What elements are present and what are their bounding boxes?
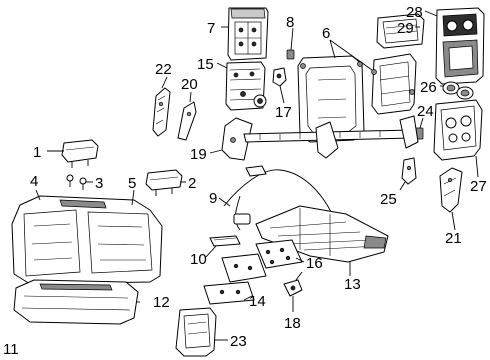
- part-19-pivot-frame: [221, 115, 419, 161]
- callout-21: 21: [445, 230, 462, 247]
- callout-27: 27: [470, 178, 487, 195]
- part-15-recliner: [225, 61, 267, 111]
- part-7-back-pad: [227, 7, 269, 61]
- callout-3: 3: [95, 175, 103, 192]
- callout-1: 1: [33, 144, 41, 161]
- callout-24: 24: [417, 103, 434, 120]
- part-12-seat-cushion: [13, 279, 139, 325]
- part-9-wire-harness: [223, 165, 347, 237]
- part-6-back-frame: [297, 55, 365, 143]
- part-22-side-bracket: [152, 87, 171, 137]
- part-26-cup-holders: [442, 81, 474, 100]
- part-18-actuator: [283, 271, 303, 297]
- part-16-seat-pan: [255, 239, 303, 269]
- part-1-headrest: [61, 139, 99, 168]
- part-17-latch: [272, 67, 287, 87]
- part-2-headrest: [145, 169, 183, 196]
- part-8-clip: [286, 49, 295, 60]
- callout-12: 12: [153, 294, 170, 311]
- callout-7: 7: [207, 20, 215, 37]
- callout-29: 29: [397, 20, 414, 37]
- callout-18: 18: [284, 315, 301, 332]
- callout-16: 16: [306, 255, 323, 272]
- callout-14: 14: [249, 293, 266, 310]
- part-3-bolts: [66, 174, 87, 190]
- part-10-bracket: [209, 235, 241, 247]
- callout-17: 17: [275, 104, 292, 121]
- callout-20: 20: [181, 76, 198, 93]
- part-4-5-seat-back: [11, 195, 163, 285]
- leader-lines: [35, 10, 479, 341]
- part-29-upper-pad: [376, 13, 425, 49]
- callout-2: 2: [188, 175, 196, 192]
- callout-6: 6: [322, 25, 330, 42]
- part-25-clip: [401, 157, 417, 185]
- callout-labels: 1 2 3 4 5 6 7 8 9 10 11 12 13 14 15 16 1…: [3, 4, 487, 358]
- part-20-hinge-bracket: [177, 101, 197, 141]
- part-21-side-trim: [439, 167, 463, 213]
- callout-11: 11: [3, 341, 19, 358]
- callout-10: 10: [190, 251, 207, 268]
- callout-13: 13: [344, 276, 361, 293]
- callout-28: 28: [406, 4, 423, 21]
- part-6-wire-frame: [371, 53, 417, 115]
- callout-4: 4: [30, 173, 38, 190]
- callout-25: 25: [380, 191, 397, 208]
- callout-9: 9: [209, 190, 217, 207]
- callout-26: 26: [420, 79, 437, 96]
- callout-23: 23: [230, 333, 247, 350]
- callout-8: 8: [286, 14, 294, 31]
- callout-19: 19: [190, 146, 207, 163]
- part-27-armrest: [433, 99, 483, 161]
- callout-22: 22: [155, 61, 172, 78]
- callout-15: 15: [197, 56, 214, 73]
- part-28-back-panel: [435, 7, 485, 85]
- part-23-storage-bin: [175, 307, 217, 357]
- callout-5: 5: [128, 175, 136, 192]
- part-14-lower-plates: [203, 253, 267, 305]
